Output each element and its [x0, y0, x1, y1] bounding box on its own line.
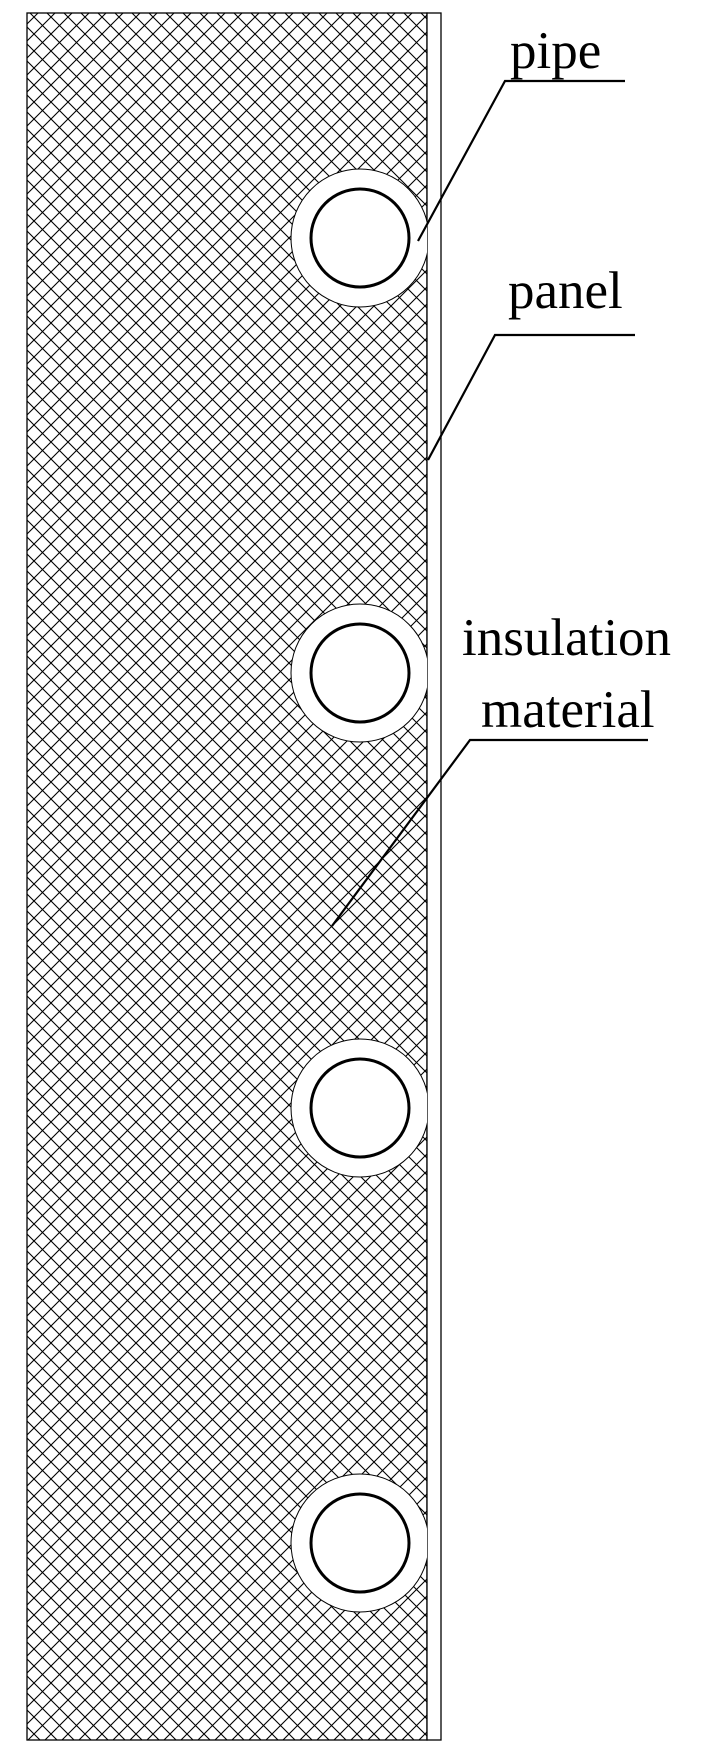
label-panel: panel	[508, 262, 623, 320]
pipe-2	[290, 603, 427, 743]
callout-pipe: pipe	[417, 22, 625, 242]
pipe-4	[290, 1473, 427, 1613]
panel-strip	[426, 12, 442, 1741]
callout-insulation: insulation material	[331, 609, 671, 927]
label-pipe: pipe	[510, 22, 601, 80]
pipe-1	[290, 168, 427, 308]
pipe-3	[290, 1038, 427, 1178]
pipes	[290, 168, 427, 1613]
callout-panel: panel	[427, 262, 635, 461]
label-insulation-line1: insulation	[462, 609, 671, 667]
label-insulation-line2: material	[481, 681, 655, 739]
